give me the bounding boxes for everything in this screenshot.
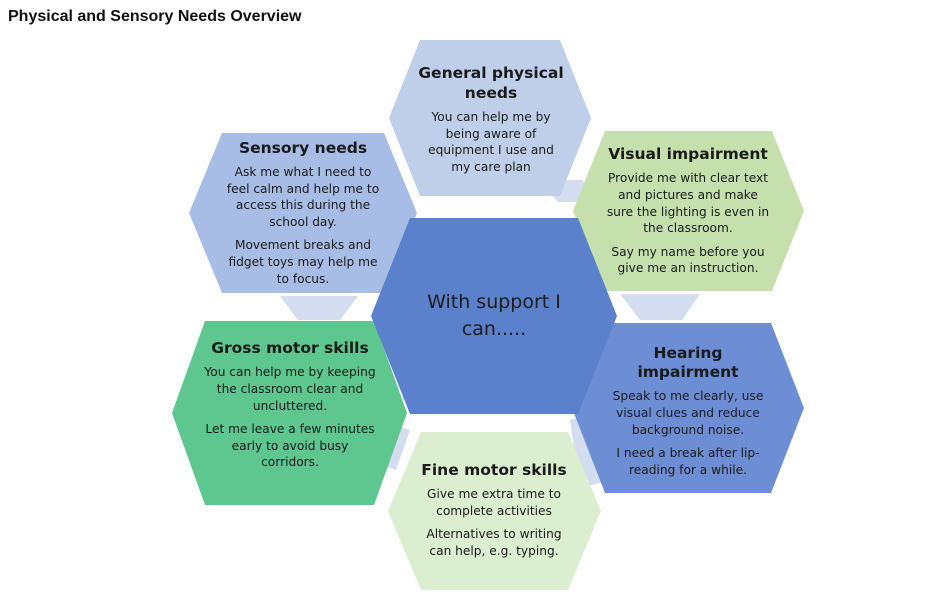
hexagon-general-physical xyxy=(389,40,591,196)
hearing-title: Hearing impairment xyxy=(637,343,739,382)
hexagon-hearing xyxy=(572,323,804,493)
fine-motor-text: Fine motor skills Give me extra time to … xyxy=(418,446,570,574)
page-title: Physical and Sensory Needs Overview xyxy=(8,8,302,25)
fine-motor-body-2: Alternatives to writing can help, e.g. t… xyxy=(426,527,562,558)
general-physical-body-1: You can help me by being aware of equipm… xyxy=(428,110,554,174)
hexagon-fine-motor xyxy=(388,432,601,590)
general-physical-title: General physical needs xyxy=(418,64,564,102)
visual-body-1: Provide me with clear text and pictures … xyxy=(606,171,770,236)
visual-text: Visual impairment Provide me with clear … xyxy=(603,137,773,285)
visual-title: Visual impairment xyxy=(608,145,768,164)
sensory-title: Sensory needs xyxy=(238,138,368,157)
gross-motor-title: Gross motor skills xyxy=(211,339,369,358)
fine-motor-body-1: Give me extra time to complete activitie… xyxy=(427,487,561,518)
hearing-body-1: Speak to me clearly, use visual clues an… xyxy=(612,389,764,437)
connector-sensory xyxy=(280,296,358,320)
visual-body-2: Say my name before you give me an instru… xyxy=(611,244,765,276)
center-text-box: With support I can..... xyxy=(408,270,580,362)
general-physical-text: General physical needs You can help me b… xyxy=(418,52,564,188)
hearing-body-2: I need a break after lip-reading for a w… xyxy=(616,446,760,477)
hexagon-sensory xyxy=(189,133,417,293)
connector-visual xyxy=(620,294,700,320)
sensory-body-2: Movement breaks and fidget toys may help… xyxy=(228,238,378,286)
gross-motor-body-2: Let me leave a few minutes early to avoi… xyxy=(205,422,375,470)
sensory-text: Sensory needs Ask me what I need to feel… xyxy=(222,137,384,289)
gross-motor-body-1: You can help me by keeping the classroom… xyxy=(204,365,376,413)
fine-motor-title: Fine motor skills xyxy=(421,460,567,479)
hexagon-visual xyxy=(573,131,804,291)
center-text: With support I can..... xyxy=(427,291,561,340)
sensory-body-1: Ask me what I need to feel calm and help… xyxy=(226,165,380,229)
hexagon-center xyxy=(371,218,617,414)
gross-motor-text: Gross motor skills You can help me by ke… xyxy=(204,330,376,480)
hexagon-gross-motor xyxy=(172,321,407,505)
hearing-text: Hearing impairment Speak to me clearly, … xyxy=(607,334,769,488)
